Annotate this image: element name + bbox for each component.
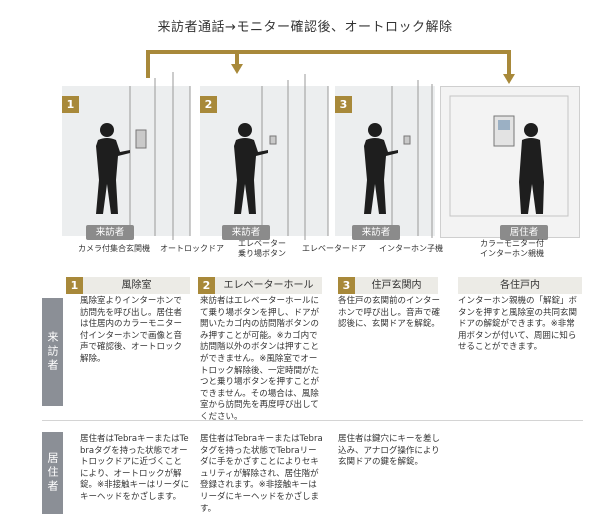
person-tag-3: 来訪者: [352, 225, 400, 240]
caption-monitor: カラーモニター付インターホン親機: [480, 239, 544, 258]
scene-number-2: 2: [200, 96, 217, 113]
caption-camera: カメラ付集合玄関機: [78, 244, 150, 253]
row-separator: [42, 420, 583, 421]
scene-illustrations: [96, 72, 569, 240]
interphone-unit-icon: [403, 135, 411, 145]
arrow-head-step2: [231, 64, 243, 74]
scene-residence: [440, 86, 580, 238]
arrow-head-residence: [503, 74, 515, 84]
person-visitor-2-icon: [234, 123, 268, 214]
resident-text-3: 居住者は鍵穴にキーを差し込み、アナログ操作により玄関ドアの鍵を解錠。: [338, 434, 441, 468]
caption-elevator-button: エレベーター乗り場ボタン: [238, 239, 286, 258]
person-visitor-1-icon: [96, 123, 130, 214]
entrance-panel-icon: [135, 129, 147, 149]
scene-entrance: [62, 86, 190, 236]
resident-text-2: 居住者はTebraキーまたはTebraタグを持った状態でTebraリーダに手をか…: [200, 434, 323, 514]
resident-text-1: 居住者はTebraキーまたはTebraタグを持った状態でオートロックドアに近づく…: [80, 434, 190, 502]
elevator-button-icon: [269, 135, 277, 145]
visitor-text-2: 来訪者はエレベーターホールにて乗り場ボタンを押し、ドアが開いたカゴ内の訪問階ボタ…: [200, 296, 320, 422]
caption-interphone-unit: インターホン子機: [379, 244, 443, 253]
person-tag-1: 来訪者: [86, 225, 134, 240]
flow-line-main: [146, 50, 511, 78]
scene-elevator-hall: [200, 86, 328, 236]
person-tag-2: 来訪者: [222, 225, 270, 240]
diagram-title: 来訪者通話→モニター確認後、オートロック解除: [157, 20, 453, 35]
row-label-resident: 居住者: [42, 432, 63, 514]
scene-number-3: 3: [335, 96, 352, 113]
row-label-visitor: 来訪者: [42, 298, 63, 406]
person-resident-icon: [519, 123, 544, 214]
visitor-text-residence: インターホン親機の「解錠」ボタンを押すと風除室の共同玄関ドアの解錠ができます。※…: [458, 296, 578, 353]
column-header-residence: 各住戸内: [458, 277, 582, 294]
person-visitor-3-icon: [364, 123, 398, 214]
flow-arrows: [146, 50, 515, 84]
scene-number-1: 1: [62, 96, 79, 113]
caption-autolock-door: オートロックドア: [160, 244, 224, 253]
visitor-text-1: 風除室よりインターホンで訪問先を呼び出し。居住者は住居内のカラーモニター付インタ…: [80, 296, 183, 364]
visitor-text-3: 各住戸の玄関前のインターホンで呼び出し。音声で確認後に、玄関ドアを解錠。: [338, 296, 441, 330]
caption-elevator-door: エレベータードア: [302, 244, 366, 253]
person-tag-resident: 居住者: [500, 225, 548, 240]
